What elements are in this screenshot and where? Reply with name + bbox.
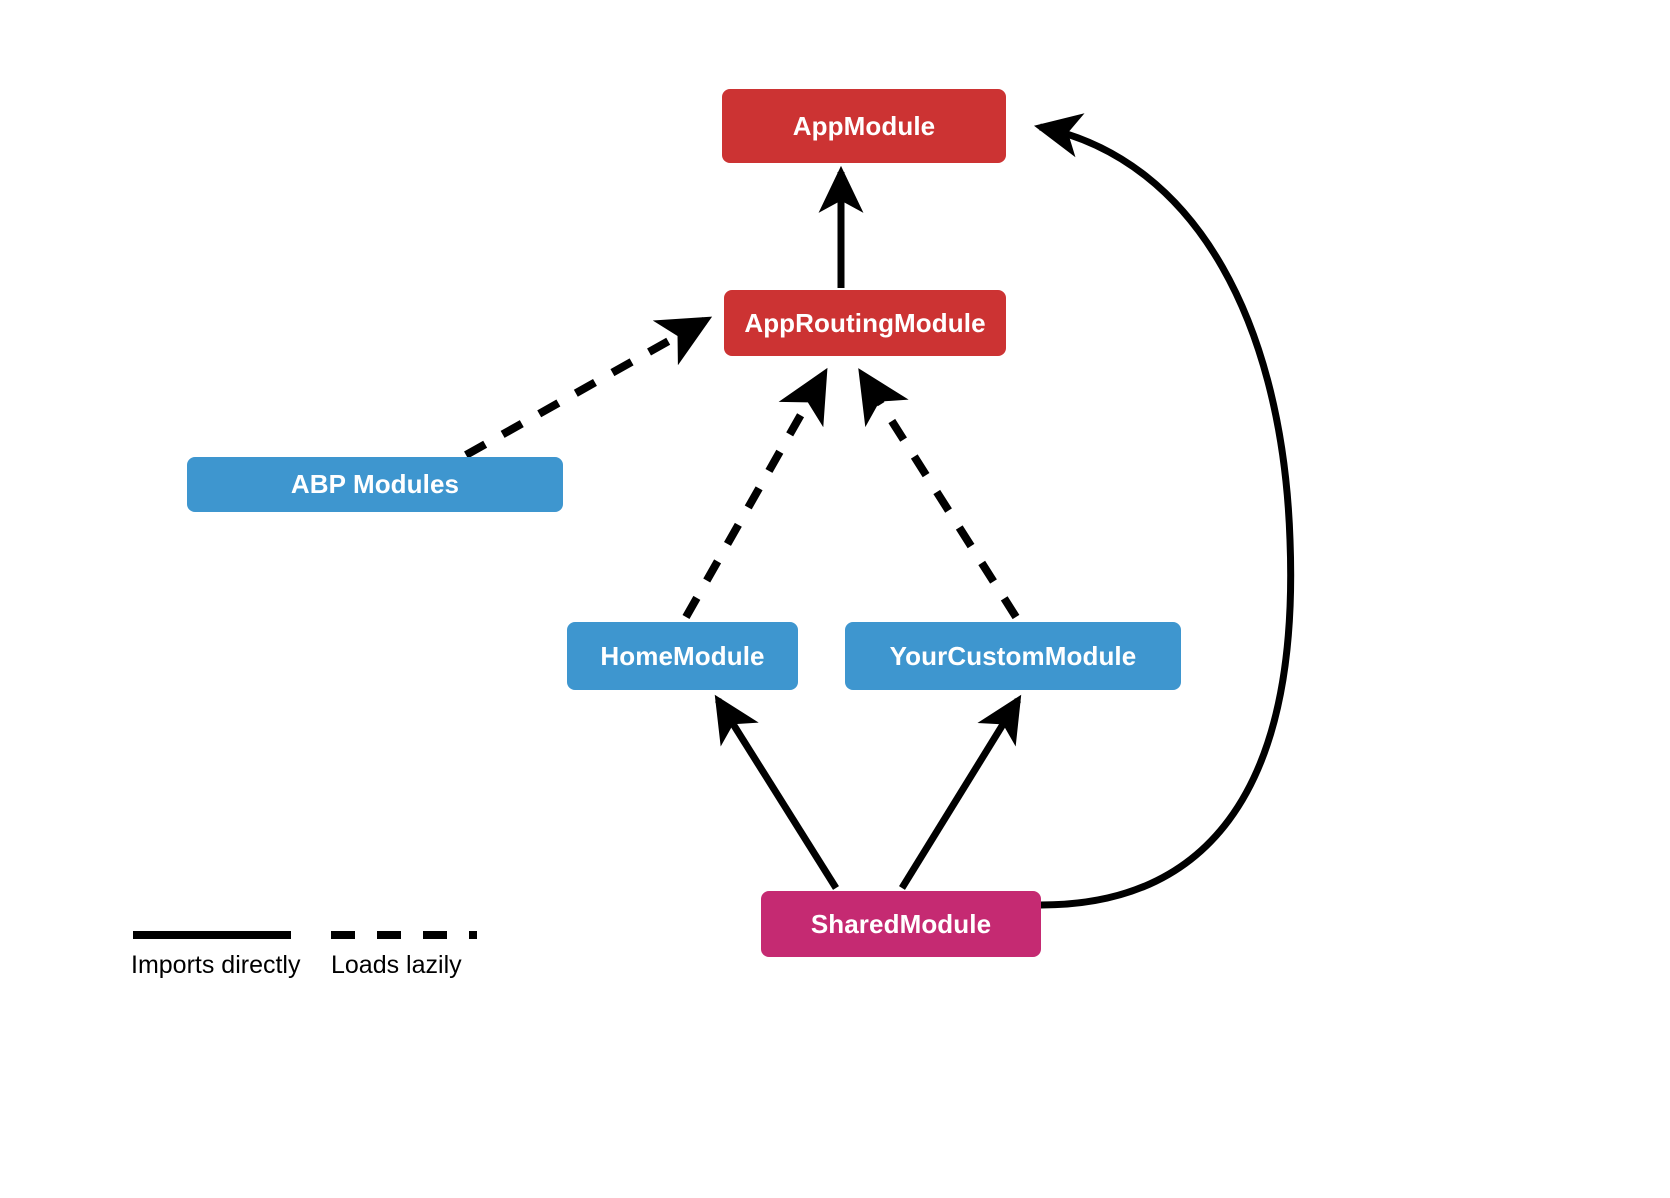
legend-imports-directly-label: Imports directly [131,951,301,979]
node-shared-module[interactable]: SharedModule [761,891,1041,957]
node-app-module-label: AppModule [792,110,936,141]
node-abp-modules[interactable]: ABP Modules [187,457,563,512]
legend-loads-lazily-label: Loads lazily [331,951,462,979]
node-home-module-label: HomeModule [600,640,765,671]
node-your-custom-module[interactable]: YourCustomModule [845,622,1181,690]
node-home-module[interactable]: HomeModule [567,622,798,690]
node-app-routing-module-label: AppRoutingModule [744,307,986,338]
node-shared-module-label: SharedModule [810,908,992,939]
legend-item-imports-directly: Imports directly [131,951,300,980]
edge-home-to-app-routing [682,367,828,619]
edge-shared-to-app-module [1034,113,1295,909]
legend-item-loads-lazily: Loads lazily [331,951,462,980]
edge-custom-to-app-routing [858,368,1020,620]
edge-shared-to-custom [899,694,1022,890]
node-abp-modules-label: ABP Modules [290,469,460,499]
edge-abp-to-app-routing [464,316,713,459]
node-app-routing-module[interactable]: AppRoutingModule [724,290,1006,356]
node-app-module[interactable]: AppModule [722,89,1006,163]
edge-shared-to-home [714,694,839,890]
node-your-custom-module-label: YourCustomModule [889,640,1137,671]
